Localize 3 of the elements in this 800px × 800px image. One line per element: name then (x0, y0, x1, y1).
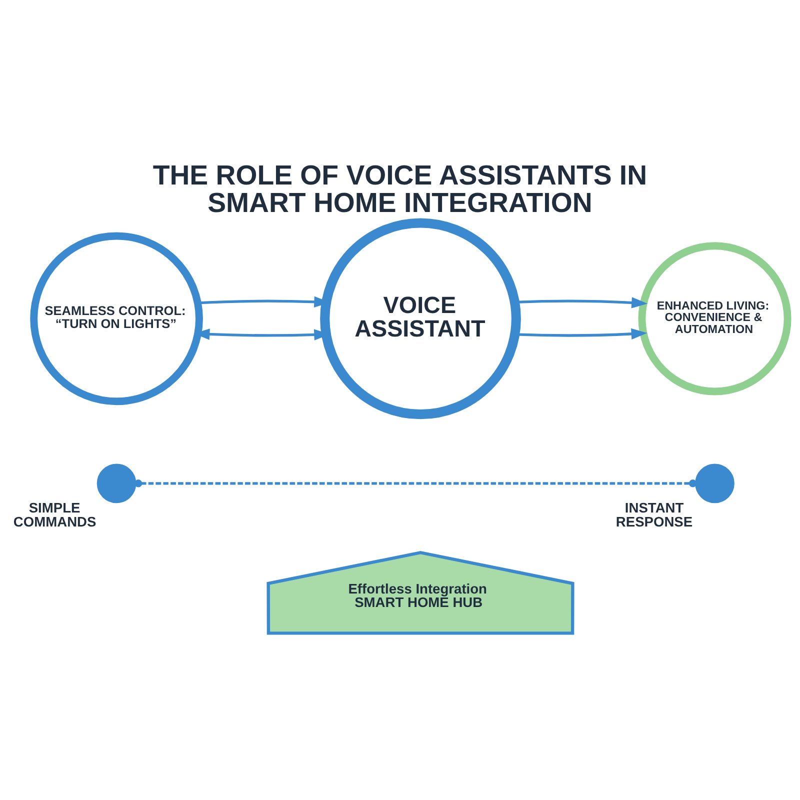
diagram-title: THE ROLE OF VOICE ASSISTANTS IN SMART HOME INTEGRATION (152, 159, 647, 218)
node-label: INSTANT RESPONSE (615, 499, 692, 529)
node-label: SIMPLE COMMANDS (12, 499, 96, 529)
